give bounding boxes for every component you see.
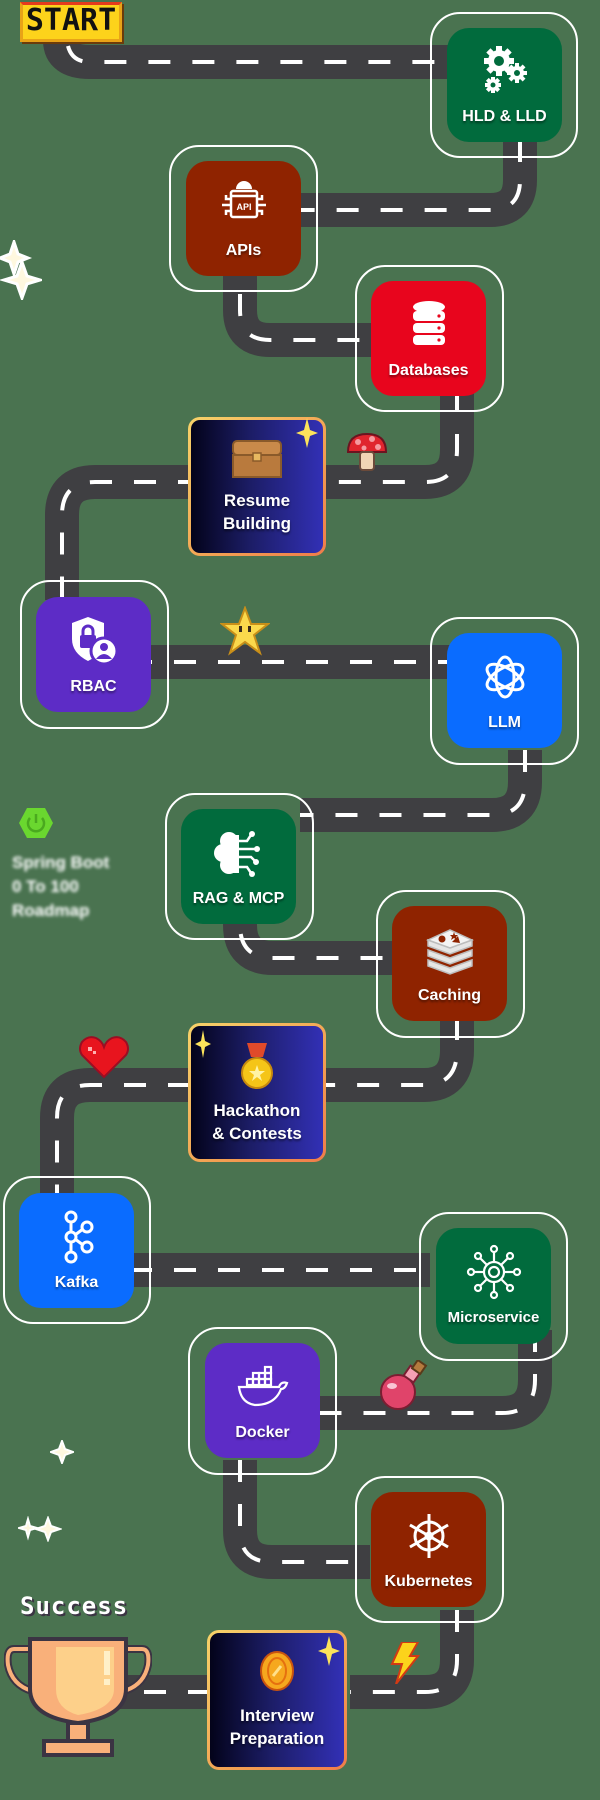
star-icon bbox=[220, 606, 270, 656]
milestone-apis[interactable]: API APIs bbox=[186, 161, 301, 276]
milestone-ring-kubernetes bbox=[355, 1476, 504, 1623]
start-marker: START bbox=[20, 2, 122, 42]
milestone-label-line1: Resume bbox=[223, 490, 291, 510]
sparkle-icon bbox=[18, 1516, 62, 1542]
milestone-resume-building[interactable]: Resume Building bbox=[188, 417, 326, 556]
lightning-icon bbox=[390, 1642, 420, 1684]
redis-icon bbox=[425, 928, 474, 975]
milestone-ring-caching bbox=[376, 890, 525, 1038]
milestone-ring-kafka bbox=[3, 1176, 151, 1324]
spring-power-icon bbox=[19, 808, 53, 838]
network-gear-icon bbox=[466, 1244, 521, 1300]
milestone-label-line2: & Contests bbox=[212, 1123, 302, 1143]
treasure-chest-icon bbox=[232, 439, 282, 478]
shield-lock-user-icon bbox=[71, 616, 118, 665]
openai-icon bbox=[485, 655, 524, 698]
milestone-label: RBAC bbox=[70, 677, 117, 695]
side-label-line3: Roadmap bbox=[12, 901, 90, 920]
brain-circuit-icon bbox=[213, 830, 260, 877]
side-label: Spring Boot 0 To 100 Roadmap bbox=[12, 806, 132, 923]
side-label-line2: 0 To 100 bbox=[12, 877, 79, 896]
milestone-ring-docker bbox=[188, 1327, 337, 1475]
milestone-microservice[interactable]: Microservice bbox=[436, 1228, 551, 1344]
milestone-label: Kubernetes bbox=[384, 1572, 473, 1590]
heart-icon bbox=[79, 1036, 129, 1079]
milestone-hld-lld[interactable]: HLD & LLD bbox=[447, 28, 562, 142]
milestone-rag-mcp[interactable]: RAG & MCP bbox=[181, 809, 296, 924]
milestone-label-line1: Hackathon bbox=[213, 1100, 301, 1120]
milestone-caching[interactable]: Caching bbox=[392, 906, 507, 1021]
medal-icon bbox=[241, 1042, 273, 1089]
helm-wheel-icon bbox=[408, 1513, 449, 1558]
milestone-ring-rbac bbox=[20, 580, 169, 729]
svg-text:API: API bbox=[236, 202, 251, 212]
milestone-ring-apis bbox=[169, 145, 318, 292]
milestone-rbac[interactable]: RBAC bbox=[36, 597, 151, 712]
milestone-label: APIs bbox=[225, 241, 262, 259]
milestone-interview-preparation[interactable]: Interview Preparation bbox=[207, 1630, 347, 1770]
milestone-label-line1: Interview bbox=[240, 1706, 314, 1725]
milestone-ring-llm bbox=[430, 617, 579, 765]
milestone-hackathon-contests[interactable]: Hackathon & Contests bbox=[188, 1023, 326, 1162]
milestone-ring-databases bbox=[355, 265, 504, 412]
milestone-kubernetes[interactable]: Kubernetes bbox=[371, 1492, 486, 1607]
milestone-label: Docker bbox=[235, 1423, 290, 1441]
milestone-docker[interactable]: Docker bbox=[205, 1343, 320, 1458]
milestone-label: Microservice bbox=[447, 1309, 540, 1326]
milestone-label: Caching bbox=[417, 986, 482, 1004]
milestone-label-line2: Building bbox=[223, 513, 291, 533]
gears-icon bbox=[483, 46, 527, 93]
sparkle-icon bbox=[0, 240, 42, 300]
milestone-databases[interactable]: Databases bbox=[371, 281, 486, 396]
sparkle-icon bbox=[296, 418, 318, 448]
milestone-ring-rag-mcp bbox=[165, 793, 314, 940]
sparkle-icon bbox=[195, 1030, 211, 1058]
milestone-ring-hld-lld bbox=[430, 12, 578, 158]
database-icon bbox=[412, 300, 445, 345]
milestone-label: Databases bbox=[388, 361, 469, 379]
docker-whale-icon bbox=[237, 1365, 288, 1406]
coin-icon bbox=[260, 1651, 294, 1691]
milestone-label: Kafka bbox=[54, 1273, 99, 1291]
milestone-label: HLD & LLD bbox=[462, 108, 547, 125]
kafka-icon bbox=[64, 1210, 93, 1263]
api-icon: API bbox=[221, 180, 266, 218]
side-label-line1: Spring Boot bbox=[12, 853, 110, 872]
trophy-icon bbox=[4, 1637, 152, 1757]
milestone-kafka[interactable]: Kafka bbox=[19, 1193, 134, 1308]
potion-icon bbox=[380, 1360, 428, 1410]
milestone-llm[interactable]: LLM bbox=[447, 633, 562, 748]
mushroom-icon bbox=[346, 432, 388, 471]
milestone-label-line2: Preparation bbox=[229, 1729, 325, 1748]
sparkle-icon bbox=[50, 1440, 74, 1464]
sparkle-icon bbox=[318, 1636, 340, 1666]
milestone-label: RAG & MCP bbox=[192, 889, 285, 907]
milestone-ring-microservice bbox=[419, 1212, 568, 1361]
success-label: Success bbox=[20, 1592, 129, 1620]
milestone-label: LLM bbox=[488, 713, 521, 731]
